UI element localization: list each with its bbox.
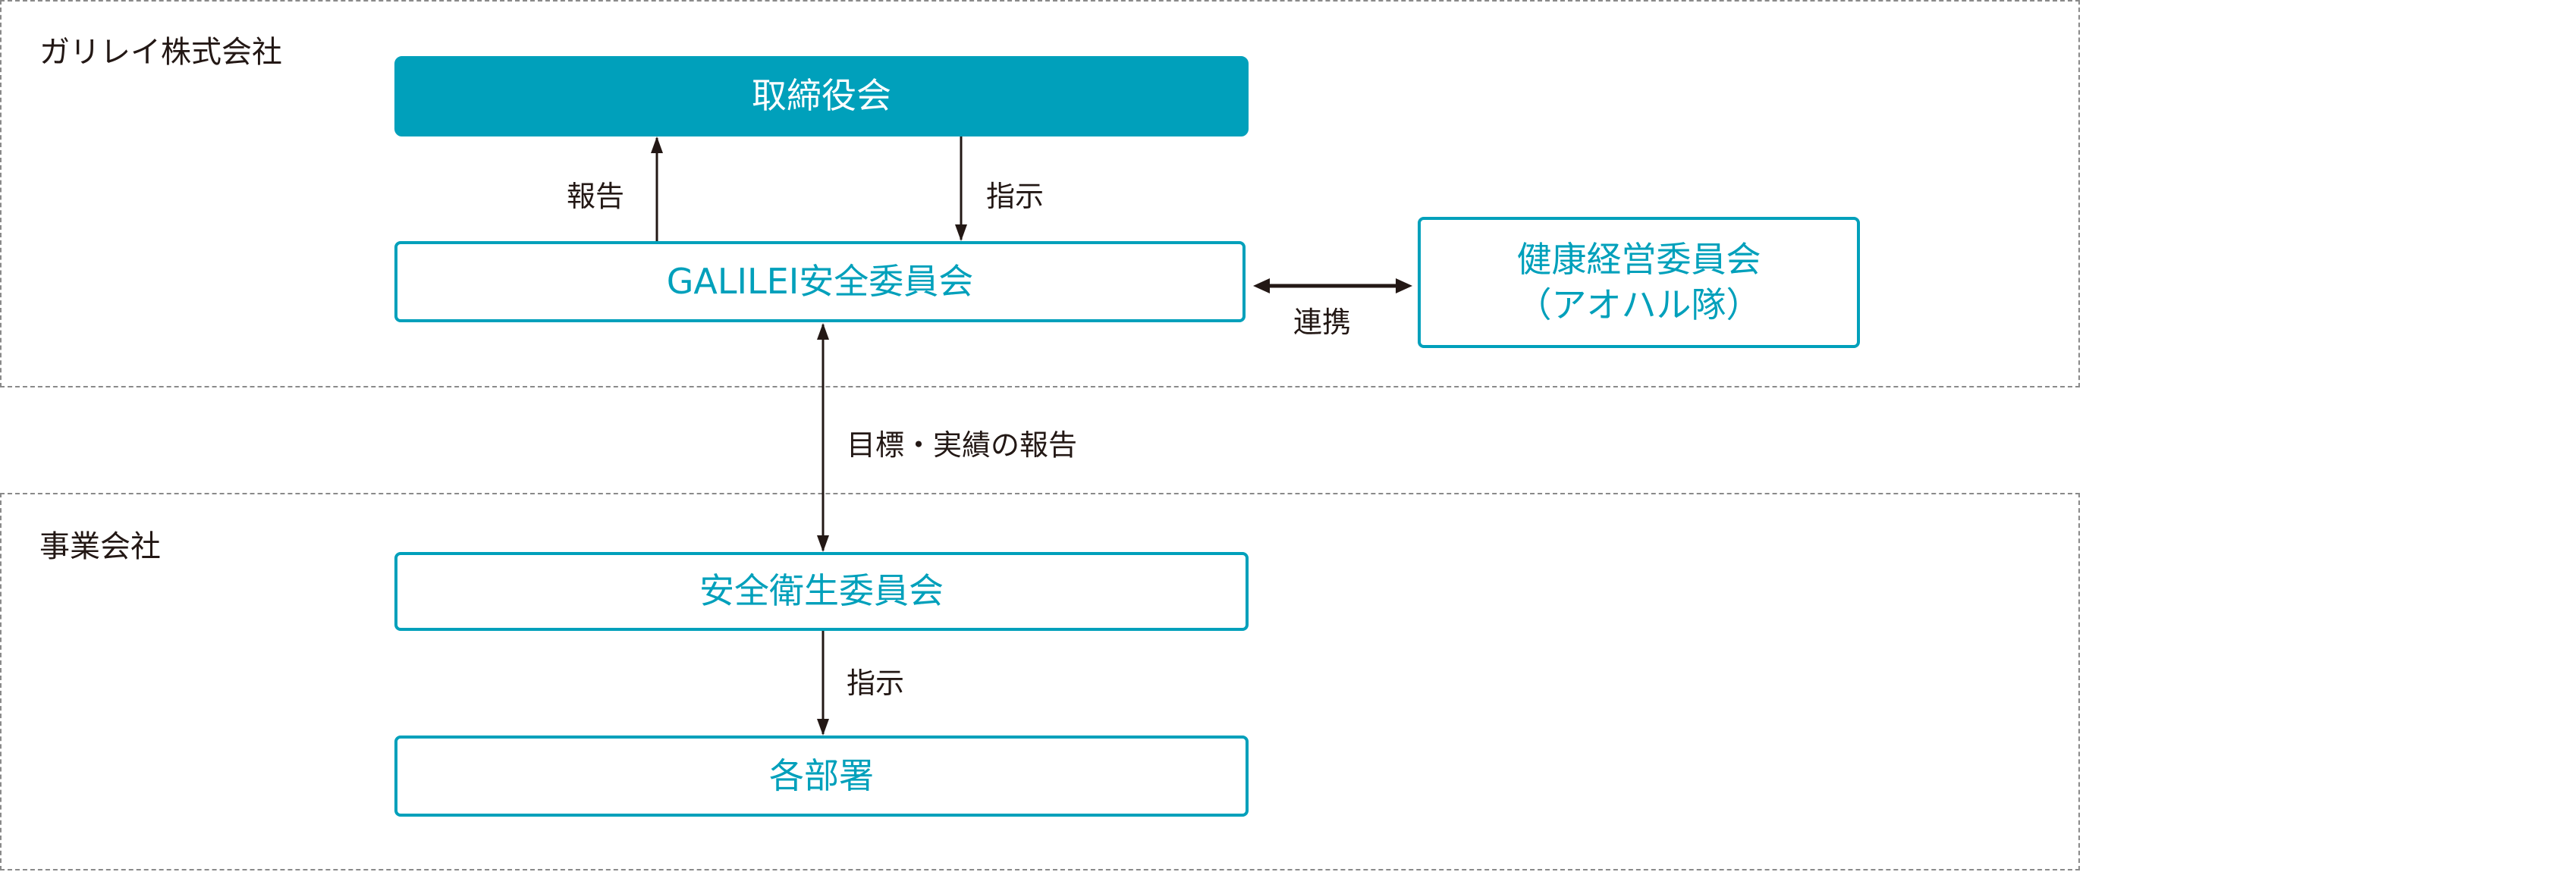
node-safety-health-label: 安全衛生委員会 [699,570,944,612]
node-board: 取締役会 [394,56,1249,136]
group-galilei-corp [0,0,2080,387]
arrow-report-up [651,136,663,241]
arrow-instruct2-down [817,631,829,736]
group-label-subsidiary: 事業会社 [39,529,161,564]
arrow-targets-report-bidirectional [817,323,829,552]
node-galilei-safety-label: GALILEI安全委員会 [666,260,974,302]
node-departments: 各部署 [394,736,1249,817]
node-departments-label: 各部署 [769,754,874,796]
node-board-label: 取締役会 [752,75,891,117]
node-health-line1: 健康経営委員会 [1516,238,1761,280]
edge-label-cooperate: 連携 [1293,306,1352,339]
edge-label-instruct: 指示 [986,180,1045,213]
edge-label-report: 報告 [567,180,625,213]
node-safety-health-committee: 安全衛生委員会 [394,552,1249,631]
node-health-committee: 健康経営委員会（アオハル隊） [1418,217,1860,348]
node-galilei-safety-committee: GALILEI安全委員会 [394,241,1246,322]
edge-label-instruct2: 指示 [847,667,905,700]
arrow-cooperate-bidirectional [1253,278,1412,293]
group-subsidiary [0,493,2080,870]
arrow-instruct-down [955,136,967,241]
node-health-line2: （アオハル隊） [1516,284,1761,325]
edge-label-targets-report: 目標・実績の報告 [847,428,1078,462]
group-label-galilei-corp: ガリレイ株式会社 [39,35,282,70]
